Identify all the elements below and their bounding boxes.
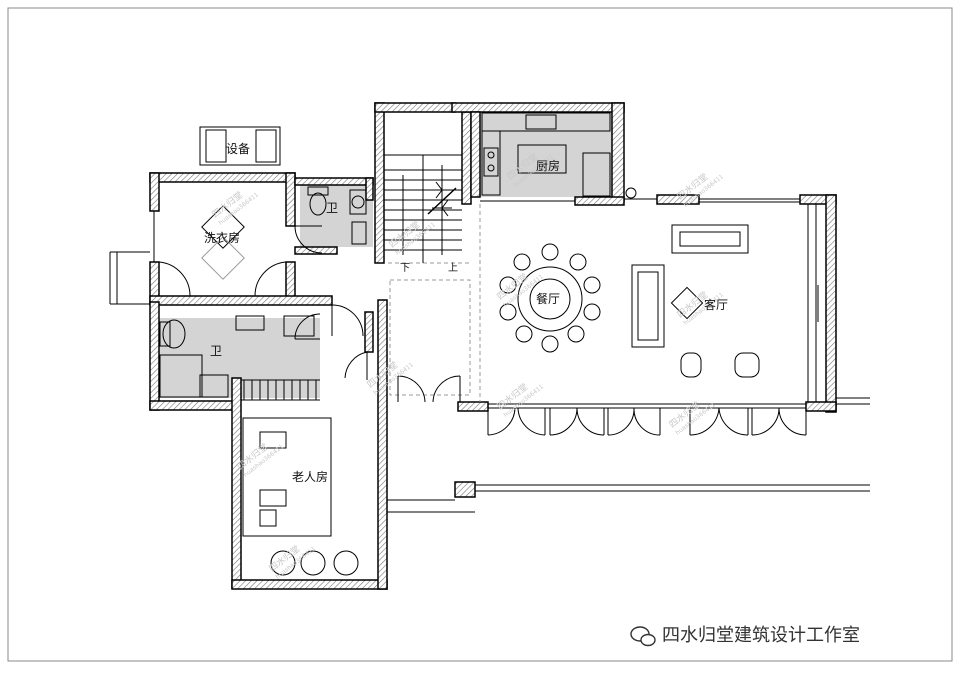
furniture	[159, 112, 819, 576]
doors	[158, 225, 807, 436]
dashed-lines	[388, 204, 481, 402]
wechat-icon	[630, 626, 656, 647]
glazing-lines	[109, 198, 870, 513]
stair-up-label: 上	[448, 262, 458, 274]
dining-label: 餐厅	[536, 291, 560, 306]
room-labels: 设备 洗衣房 卫 卫 厨房 餐厅 客厅 老人房 下 上	[204, 142, 728, 484]
elder-room-label: 老人房	[292, 469, 328, 484]
staircase	[241, 154, 462, 401]
bathroom-label: 卫	[210, 344, 222, 358]
kitchen-label: 厨房	[536, 158, 560, 173]
credit: 四水归堂建筑设计工作室	[630, 625, 860, 647]
walls	[149, 102, 837, 590]
credit-text: 四水归堂建筑设计工作室	[662, 625, 860, 646]
toilet-small-label: 卫	[326, 201, 338, 215]
stair-down-label: 下	[400, 263, 410, 274]
equipment-label: 设备	[226, 142, 250, 156]
living-label: 客厅	[704, 297, 728, 312]
drawing-frame	[7, 7, 953, 662]
laundry-label: 洗衣房	[204, 230, 240, 245]
